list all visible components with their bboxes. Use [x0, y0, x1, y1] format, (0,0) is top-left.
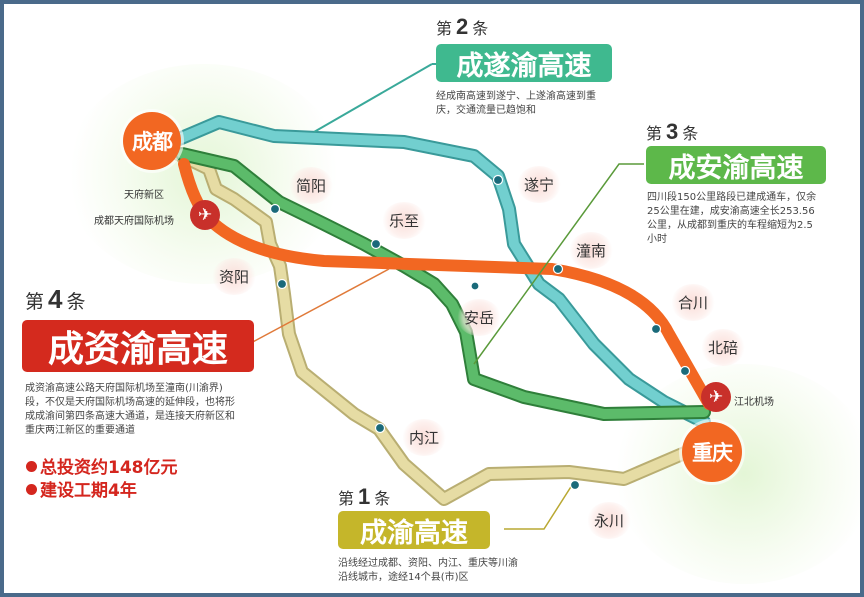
route-4-description: 成资渝高速公路天府国际机场至潼南(川渝界) 段，不仅是天府国际机场高速的延伸段，…: [25, 383, 235, 436]
route-3-path: [175, 147, 711, 421]
city-label-ziyang: 资阳: [212, 258, 257, 295]
route-4-stat-investment: 总投资约148亿元: [26, 453, 178, 478]
label-jiangbei-airport: 江北机场: [734, 397, 774, 408]
route-2-path: [172, 115, 711, 429]
route-4-title: 成资渝高速: [22, 320, 254, 372]
city-chongqing-label: 重庆: [692, 441, 733, 465]
leader-line-route-3: [473, 163, 644, 365]
route-4-stat-duration: 建设工期4年: [26, 476, 137, 501]
route-2-title: 成遂渝高速: [436, 44, 612, 82]
city-label-anyue: 安岳: [457, 299, 502, 336]
label-tianfu-airport: 成都天府国际机场: [94, 216, 174, 227]
airplane-icon: ✈: [708, 387, 724, 407]
airplane-icon: ✈: [197, 205, 213, 225]
city-label-neijiang: 内江: [402, 419, 447, 456]
station-dots: [269, 174, 691, 491]
leader-line-route-1: [504, 481, 575, 530]
city-chengdu: 成都: [123, 112, 181, 170]
leader-line-route-4: [248, 268, 390, 345]
label-tianfu-new-area: 天府新区: [124, 190, 164, 201]
jiangbei-airport-marker: ✈: [701, 382, 731, 412]
route-1-path: [167, 145, 701, 506]
route-4-path: [178, 158, 715, 410]
city-label-hechuan: 合川: [671, 284, 716, 321]
leader-line-route-2: [313, 63, 433, 133]
route-1-description: 沿线经过成都、资阳、内江、重庆等川渝 沿线城市，途经14个县(市)区: [338, 558, 518, 583]
city-chongqing: 重庆: [682, 422, 742, 482]
city-label-suining: 遂宁: [517, 166, 562, 203]
city-label-beibei: 北碚: [701, 329, 746, 366]
route-3-title: 成安渝高速: [646, 146, 826, 184]
route-1-title: 成渝高速: [338, 511, 490, 549]
city-chengdu-label: 成都: [132, 130, 173, 154]
city-label-jianyang: 简阳: [289, 167, 334, 204]
route-2-description: 经成南高速到遂宁、上遂渝高速到重 庆，交通流量已趋饱和: [436, 91, 596, 116]
tianfu-airport-marker: ✈: [190, 200, 220, 230]
map-frame: 成都 重庆 ✈ ✈ 天府新区 成都天府国际机场 江北机场 简阳 乐至 资阳 遂宁…: [4, 4, 860, 593]
city-label-tongnan: 潼南: [569, 232, 614, 269]
route-3-description: 四川段150公里路段已建成通车，仅余 25公里在建，成安渝高速全长253.56 …: [647, 192, 817, 245]
bullet-icon: [26, 484, 37, 495]
route-map: [167, 63, 715, 530]
city-label-lezhi: 乐至: [382, 202, 427, 239]
city-label-yongchuan: 永川: [587, 502, 632, 539]
bullet-icon: [26, 461, 37, 472]
